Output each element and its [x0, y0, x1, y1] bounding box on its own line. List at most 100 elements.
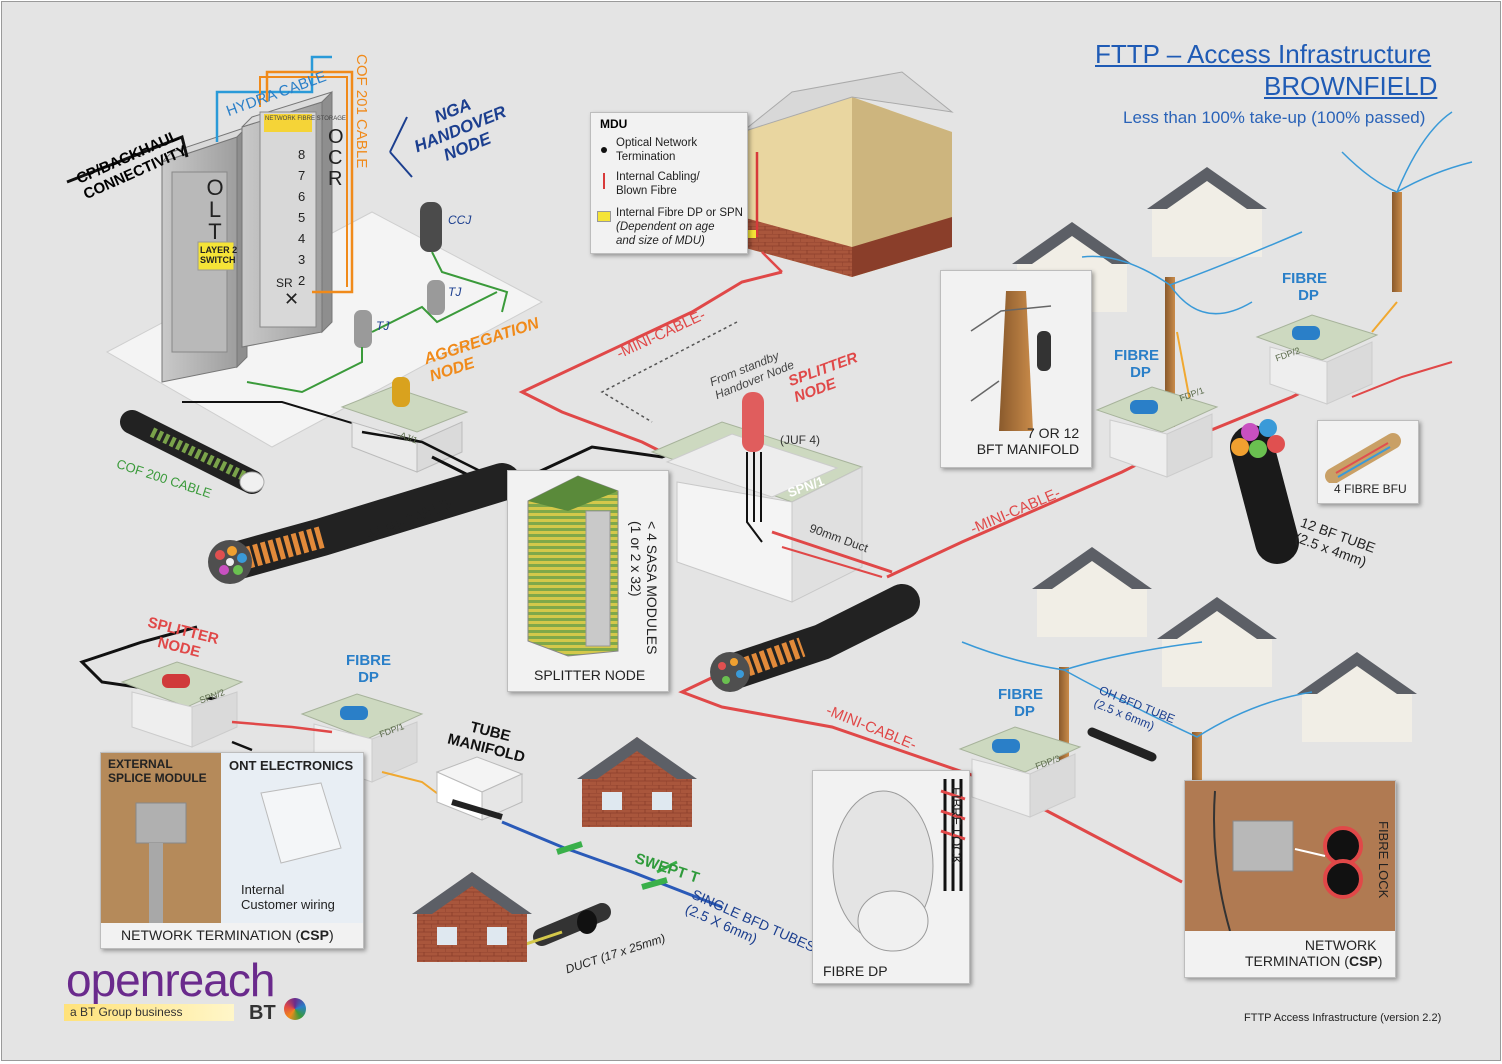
fibre-dp-panel-caption: FIBRE DP [823, 963, 888, 979]
mdu-dp-note1: (Dependent on age [616, 220, 715, 233]
pole-manifold-illustration [941, 271, 1091, 431]
nt-right-line1: NETWORK [1304, 937, 1377, 953]
nt-right-close: ) [1377, 953, 1383, 970]
ocr-slot: 8 [298, 147, 306, 162]
internal-dp-box-icon [597, 211, 611, 222]
external-splice-line2: SPLICE MODULE [108, 770, 207, 785]
ont-dot-icon [601, 147, 607, 153]
nt-right-line2: TERMINATION ( [1245, 953, 1349, 970]
mdu-cabling-line2: Blown Fibre [616, 184, 677, 197]
fibre-lock-label-panel: FIBRE LOCK [949, 787, 964, 865]
manifold-line2: BFT MANIFOLD [976, 441, 1080, 458]
network-termination-panel-right: FIBRE LOCK NETWORK TERMINATION (CSP) [1184, 780, 1396, 978]
cof201-cable-line [265, 70, 354, 294]
olt-label: OLT [204, 177, 226, 243]
olt-rack [161, 125, 248, 383]
fibre-lock-label-right: FIBRE LOCK [1376, 821, 1391, 899]
mdu-dp-line1: Internal Fibre DP or SPN [616, 207, 743, 219]
mini-cable-red-top [518, 270, 783, 454]
sasa-module-illustration [527, 475, 619, 657]
bt-globe-icon [284, 998, 306, 1020]
mdu-legend-panel: MDU Optical Network Termination Internal… [590, 112, 748, 254]
mdu-building [741, 71, 954, 277]
fdp2-chamber [1255, 314, 1379, 405]
ocr-slot: 2 [298, 273, 306, 288]
nga-arrow [389, 116, 413, 178]
fibre-dp-r1-line2: DP [1130, 364, 1151, 382]
tj-label-2: TJ [376, 319, 390, 333]
fibre-dp-left-line2: DP [358, 669, 379, 687]
version-footer: FTTP Access Infrastructure (version 2.2) [1244, 1012, 1442, 1024]
ocr-slot: 7 [298, 168, 306, 183]
bfu-illustration [1325, 433, 1401, 483]
layer2-line1: LAYER 2 [200, 245, 238, 255]
layer2-label: LAYER 2 SWITCH [200, 245, 237, 266]
page-title-line1: FTTP – Access Infrastructure [1095, 39, 1432, 69]
fdp1-right-chamber [1095, 386, 1219, 478]
network-termination-caption-left: NETWORK TERMINATION (CSP) [121, 927, 334, 943]
fibre-dp-label-right-1: FIBRE DP [1114, 347, 1159, 382]
nt-left-text: NETWORK TERMINATION ( [121, 927, 301, 943]
fibre-dp-r3-line2: DP [1014, 703, 1035, 721]
cof201-cable-label: COF 201 CABLE [353, 54, 370, 169]
network-fibre-storage-label: NETWORK FIBRE STORAGE [265, 116, 346, 122]
fibre-dp-illustration [832, 779, 966, 952]
fibre-dp-r1-line1: FIBRE [1114, 347, 1159, 364]
tube-manifold-box [435, 756, 524, 821]
juf4-label: (JUF 4) [780, 433, 820, 447]
mdu-legend-internal-dp: Internal Fibre DP or SPN (Dependent on a… [616, 207, 743, 248]
nt-left-close: ) [328, 927, 334, 943]
bf-tube-bundle [1230, 419, 1299, 564]
mdu-ont-line1: Optical Network [616, 137, 698, 149]
fibre-dp-label-left: FIBRE DP [346, 652, 391, 687]
ocr-slot: 5 [298, 210, 306, 225]
sr-label: SR [276, 276, 293, 290]
mdu-cabling-line1: Internal Cabling/ [616, 171, 700, 183]
mdu-ont-line2: Termination [616, 150, 676, 163]
external-splice-label: EXTERNAL SPLICE MODULE [108, 757, 207, 786]
ocr-label: OCR [328, 126, 344, 190]
bft-manifold-panel: 7 OR 12 BFT MANIFOLD [940, 270, 1092, 468]
ont-electronics-label: ONT ELECTRONICS [229, 758, 354, 773]
bft-manifold-caption: 7 OR 12 BFT MANIFOLD [977, 425, 1080, 457]
ocr-rack [241, 90, 333, 348]
mdu-legend-title: MDU [600, 117, 628, 131]
ocr-slot-list: 8 7 6 5 4 3 2 [298, 144, 305, 291]
fibre-dp-label-right-3: FIBRE DP [998, 686, 1043, 721]
splitter-node-panel: < 4 SASA MODULES (1 or 2 x 32) SPLITTER … [507, 470, 669, 692]
standby-dotted [600, 321, 738, 423]
ocr-slot: 6 [298, 189, 306, 204]
sasa-modules-label: < 4 SASA MODULES (1 or 2 x 32) [628, 521, 660, 654]
csp-text-right: CSP [1348, 953, 1378, 970]
cable-cross-section-mid [710, 584, 920, 692]
cable-cross-section-left [208, 463, 521, 584]
single-bfd-line [501, 820, 723, 909]
external-splice-line1: EXTERNAL [108, 757, 173, 771]
hydra-cable-line [215, 55, 332, 142]
openreach-logo: openreach [66, 954, 275, 1006]
internal-wiring-label: Internal Customer wiring [241, 882, 335, 913]
manifold-line1: 7 OR 12 [1027, 425, 1080, 441]
bt-logo: BT [249, 1002, 276, 1024]
olt-text: OLT [206, 175, 224, 244]
bfu-panel: 4 FIBRE BFU [1317, 420, 1419, 504]
mdu-dp-note2: and size of MDU) [616, 234, 705, 247]
splitter-node-panel-caption: SPLITTER NODE [534, 667, 646, 683]
tj-joint-1 [427, 280, 445, 315]
internal-wiring-line2: Customer wiring [241, 896, 335, 912]
layer2-line2: SWITCH [200, 255, 236, 266]
ccj-label: CCJ [448, 213, 472, 227]
spn2-chamber [120, 661, 244, 748]
internal-wiring-line1: Internal [241, 882, 285, 897]
internal-cabling-line-icon [603, 173, 605, 189]
fibre-dp-r2-line1: FIBRE [1282, 270, 1327, 287]
cof200-cable [120, 410, 265, 494]
mdu-legend-ont: Optical Network Termination [616, 137, 697, 165]
brand-tagline: a BT Group business [64, 1004, 234, 1021]
ccj-joint [420, 202, 509, 313]
csp-text-left: CSP [300, 927, 329, 943]
tj-label-1: TJ [448, 285, 462, 299]
poles [961, 111, 1473, 812]
